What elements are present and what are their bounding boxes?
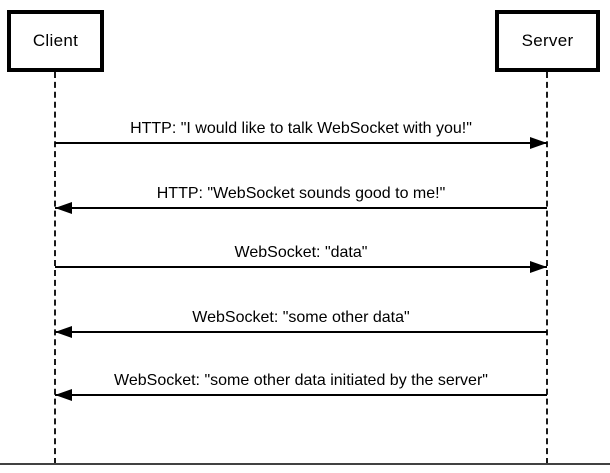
message-line xyxy=(55,266,547,268)
arrowhead-icon xyxy=(530,261,547,273)
message-line xyxy=(55,394,547,396)
arrowhead-icon xyxy=(55,389,72,401)
actor-box-server: Server xyxy=(495,10,600,72)
message-label: WebSocket: "some other data" xyxy=(192,309,410,326)
message-line xyxy=(55,331,547,333)
arrowhead-icon xyxy=(55,202,72,214)
lifeline-server xyxy=(546,72,548,464)
window-bottom-edge xyxy=(0,463,610,465)
message-line xyxy=(55,207,547,209)
actor-box-client: Client xyxy=(7,10,104,72)
actor-label-client: Client xyxy=(32,31,79,50)
message-label: WebSocket: "data" xyxy=(234,244,368,261)
message-line xyxy=(55,142,547,144)
message-label: HTTP: "I would like to talk WebSocket wi… xyxy=(130,120,472,137)
arrowhead-icon xyxy=(530,137,547,149)
arrowhead-icon xyxy=(55,326,72,338)
message-label: HTTP: "WebSocket sounds good to me!" xyxy=(156,185,446,202)
lifeline-client xyxy=(54,72,56,464)
message-label: WebSocket: "some other data initiated by… xyxy=(114,372,488,389)
actor-label-server: Server xyxy=(521,31,574,50)
